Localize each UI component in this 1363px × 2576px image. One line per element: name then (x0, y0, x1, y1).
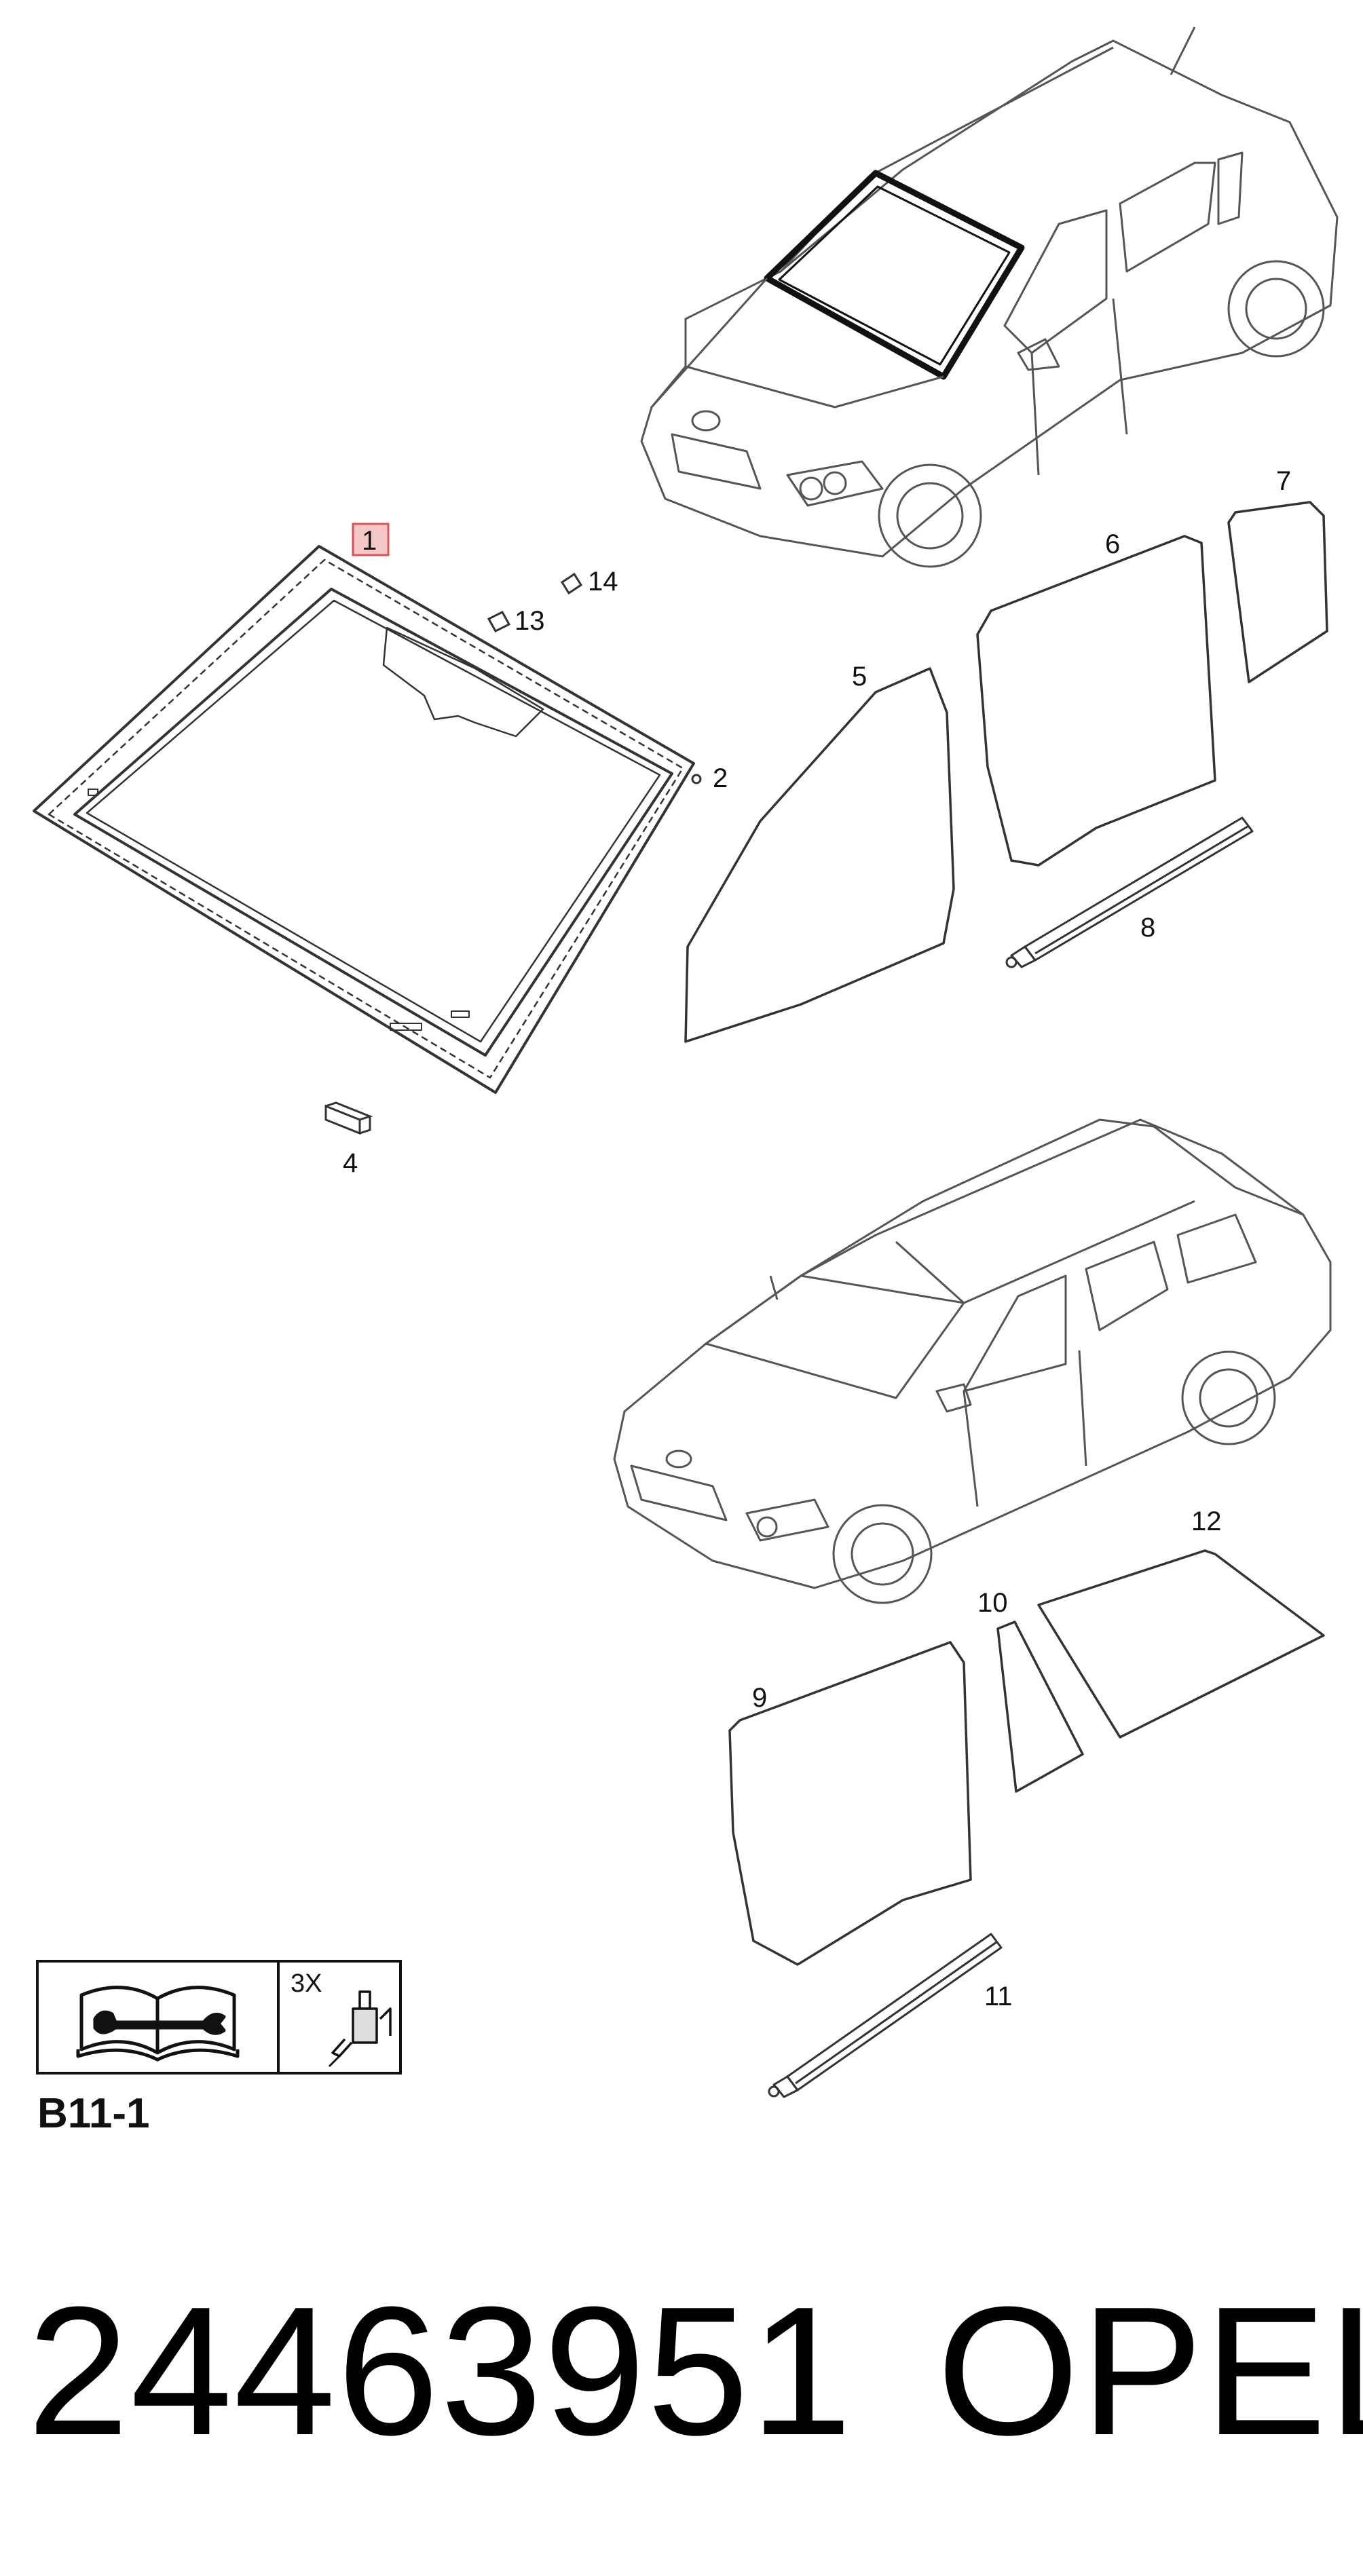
callout-9: 9 (752, 1683, 767, 1713)
reference-code: B11-1 (37, 2090, 149, 2137)
hatchback-car-illustration (640, 26, 1339, 568)
adhesive-bottle-icon (328, 1990, 392, 2068)
callout-14: 14 (588, 567, 618, 596)
reference-box: 3X B11-1 (36, 1960, 402, 2137)
callout-4: 4 (343, 1148, 358, 1178)
rear-door-glass-part-6 (976, 535, 1216, 867)
callout-7: 7 (1276, 466, 1291, 496)
windshield-part-1 (33, 545, 695, 1094)
window-channel-part-11 (768, 1933, 1003, 2098)
callout-12: 12 (1191, 1507, 1222, 1536)
estate-car-illustration (613, 1118, 1332, 1604)
callout-2: 2 (713, 763, 728, 793)
manual-wrench-icon (76, 1986, 240, 2062)
part-number: 24463951 (27, 2269, 854, 2474)
window-channel-part-8 (1005, 816, 1254, 968)
footer-part-number-line: 24463951 OPEL (27, 2260, 1363, 2484)
callout-13: 13 (515, 606, 545, 636)
fixed-glass-part-10 (996, 1621, 1084, 1793)
parts-diagram: 1 14 13 2 4 5 6 7 8 (33, 26, 1339, 2137)
callout-1: 1 (362, 526, 377, 556)
clip-part-13 (487, 611, 511, 632)
clip-part-2 (691, 774, 702, 784)
callout-8: 8 (1140, 913, 1155, 943)
quantity-label: 3X (291, 1969, 322, 1998)
callout-10: 10 (977, 1588, 1008, 1618)
door-glass-part-5 (684, 667, 955, 1043)
rear-door-glass-part-9 (728, 1641, 972, 1966)
bracket-part-4 (324, 1101, 373, 1135)
callout-6: 6 (1105, 529, 1120, 559)
side-window-part-12 (1037, 1549, 1325, 1739)
callout-5: 5 (852, 662, 867, 692)
callout-1-highlight (352, 523, 390, 556)
clip-part-14 (560, 572, 583, 595)
brand-name: OPEL (937, 2269, 1363, 2474)
quarter-glass-part-7 (1227, 501, 1328, 683)
callout-11: 11 (984, 1982, 1013, 2011)
